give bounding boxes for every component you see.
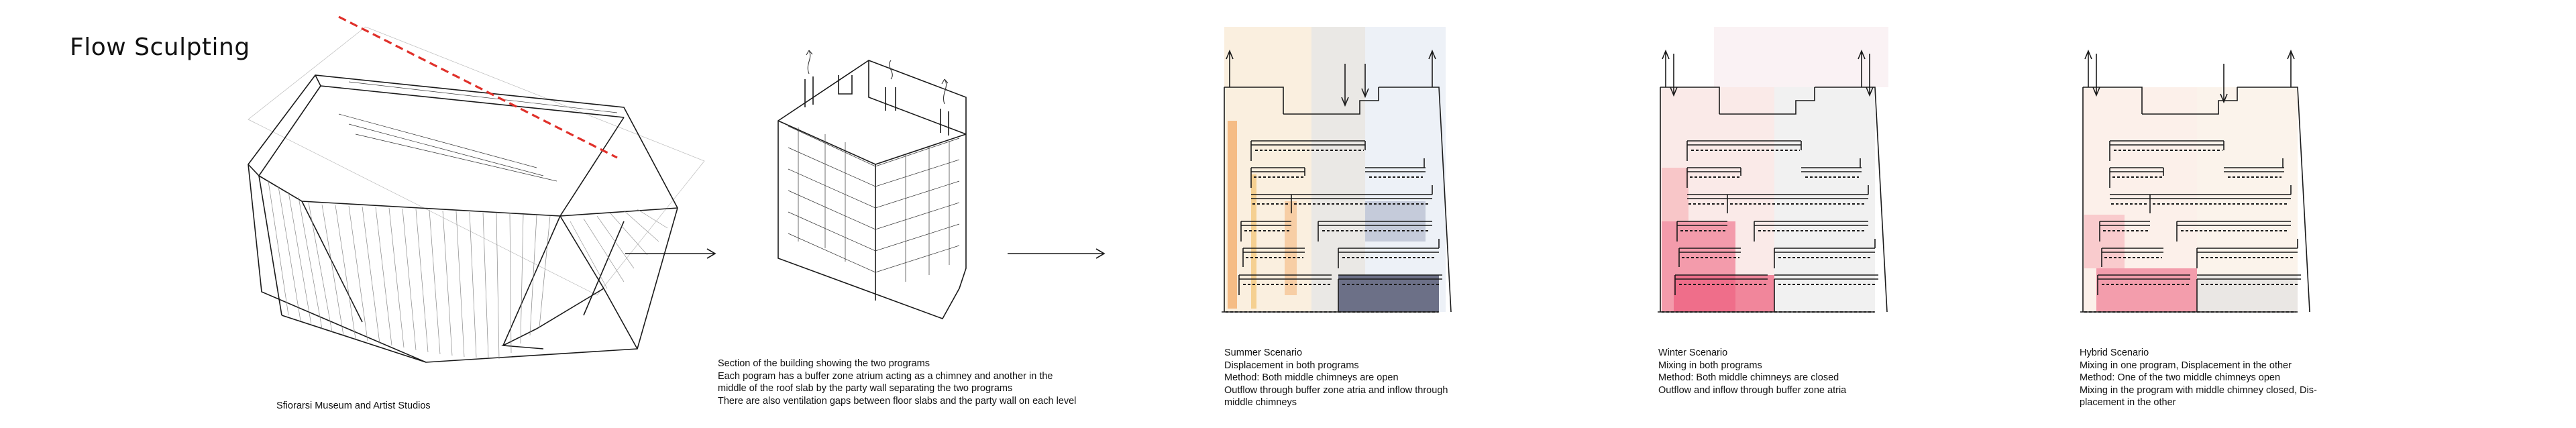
hybrid-color-wash	[2083, 87, 2298, 312]
summer-caption: Summer Scenario Displacement in both pro…	[1224, 347, 1448, 408]
section-caption: Section of the building showing the two …	[718, 358, 1077, 407]
museum-caption: Sfiorarsi Museum and Artist Studios	[276, 400, 431, 411]
page-title: Flow Sculpting	[70, 34, 250, 61]
winter-color-wash	[1660, 27, 1888, 312]
facade-hatching	[268, 180, 668, 360]
hybrid-scenario-section	[2080, 49, 2310, 313]
right-arrow-icon	[625, 248, 716, 259]
museum-axonometric	[248, 15, 705, 363]
winter-caption: Winter Scenario Mixing in both programs …	[1658, 347, 1847, 396]
winter-scenario-section	[1657, 27, 1888, 313]
summer-scenario-section	[1221, 27, 1452, 313]
section-axonometric	[777, 50, 967, 319]
right-arrow-icon	[1008, 248, 1106, 259]
hybrid-caption: Hybrid Scenario Mixing in one program, D…	[2080, 347, 2317, 408]
section-cut-line	[338, 15, 618, 159]
summer-color-wash	[1224, 27, 1446, 312]
